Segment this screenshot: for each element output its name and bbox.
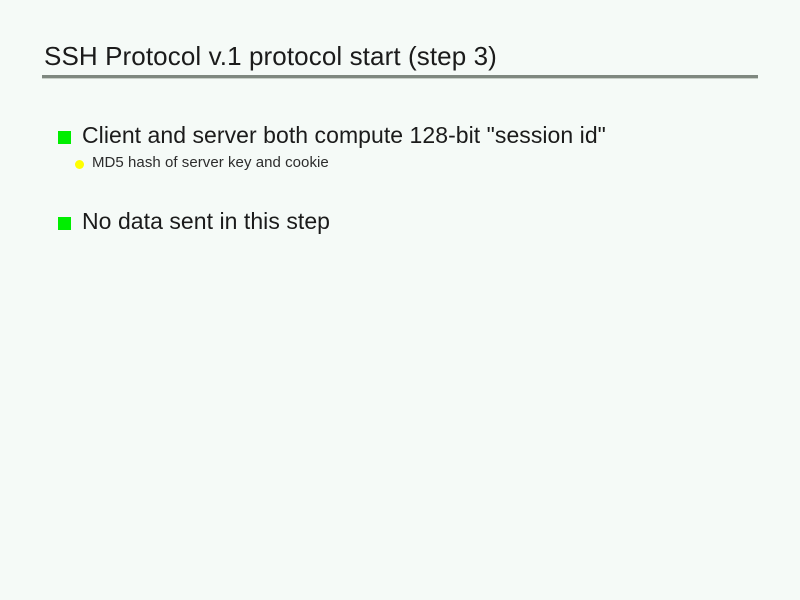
page-title: SSH Protocol v.1 protocol start (step 3) [44,41,497,71]
yellow-dot-bullet-icon [75,160,84,169]
title-divider-rule [42,75,758,78]
bullet-item-level1: No data sent in this step [0,206,800,236]
bullet-group-spacer [0,174,800,206]
bullet-item-label: MD5 hash of server key and cookie [92,154,329,171]
green-square-bullet-icon [58,131,71,144]
bullet-item-label: Client and server both compute 128-bit "… [82,122,606,148]
bullet-item-label: No data sent in this step [82,208,331,234]
green-square-bullet-icon [58,217,71,230]
slide-body-content: Client and server both compute 128-bit "… [0,120,800,238]
bullet-item-level1: Client and server both compute 128-bit "… [0,120,800,150]
bullet-item-level2: MD5 hash of server key and cookie [0,152,800,174]
